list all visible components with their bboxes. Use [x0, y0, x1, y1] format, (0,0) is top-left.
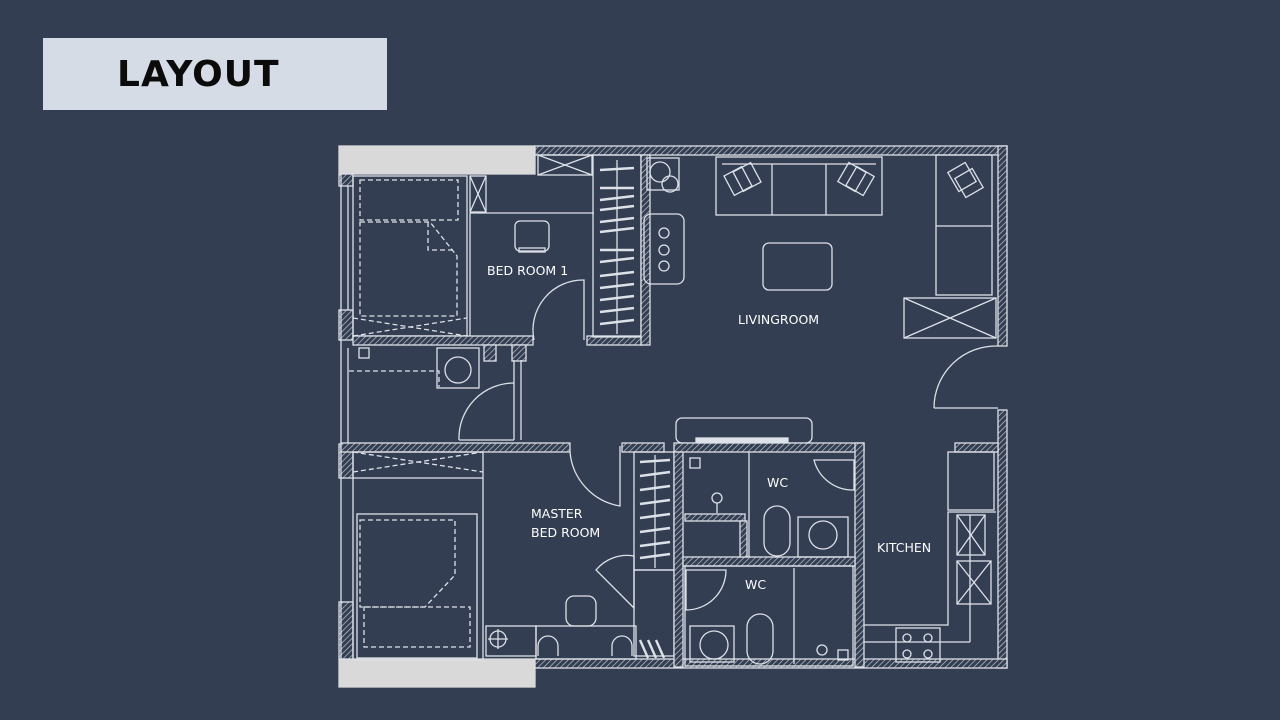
room-label-master-line2: BED ROOM: [531, 525, 601, 540]
title-banner: LAYOUT: [43, 38, 387, 110]
vanity-chair: [565, 595, 597, 627]
room-label-master-line1: MASTER: [531, 506, 583, 521]
wall-right-lower: [997, 409, 1008, 669]
room-label-wc-1: WC: [767, 475, 789, 490]
room-label-bedroom-1: BED ROOM 1: [487, 263, 569, 278]
toilet-2: [746, 613, 774, 665]
wall-bottom: [534, 658, 1008, 669]
room-label-livingroom: LIVINGROOM: [738, 312, 820, 327]
door-entrance: [933, 345, 999, 409]
fridge: [947, 451, 995, 511]
desk-chair: [514, 220, 550, 252]
wall-top: [534, 145, 1008, 156]
window-top: [338, 145, 536, 175]
washing-machine: [436, 347, 480, 389]
toilet-1: [763, 505, 791, 557]
tv-console: [903, 297, 997, 339]
kitchen-sink: [956, 560, 992, 605]
door-bedroom-1: [532, 279, 585, 341]
wall-right-upper: [997, 145, 1008, 347]
page-title: LAYOUT: [117, 54, 280, 95]
window-bottom: [338, 658, 536, 688]
cooktop: [895, 627, 941, 663]
coffee-table: [762, 242, 833, 291]
room-label-wc-2: WC: [745, 577, 767, 592]
sink-1: [808, 520, 838, 550]
armchair: [935, 154, 993, 296]
sink-2: [699, 630, 729, 660]
sofa: [715, 156, 883, 216]
room-label-kitchen: KITCHEN: [877, 540, 932, 555]
